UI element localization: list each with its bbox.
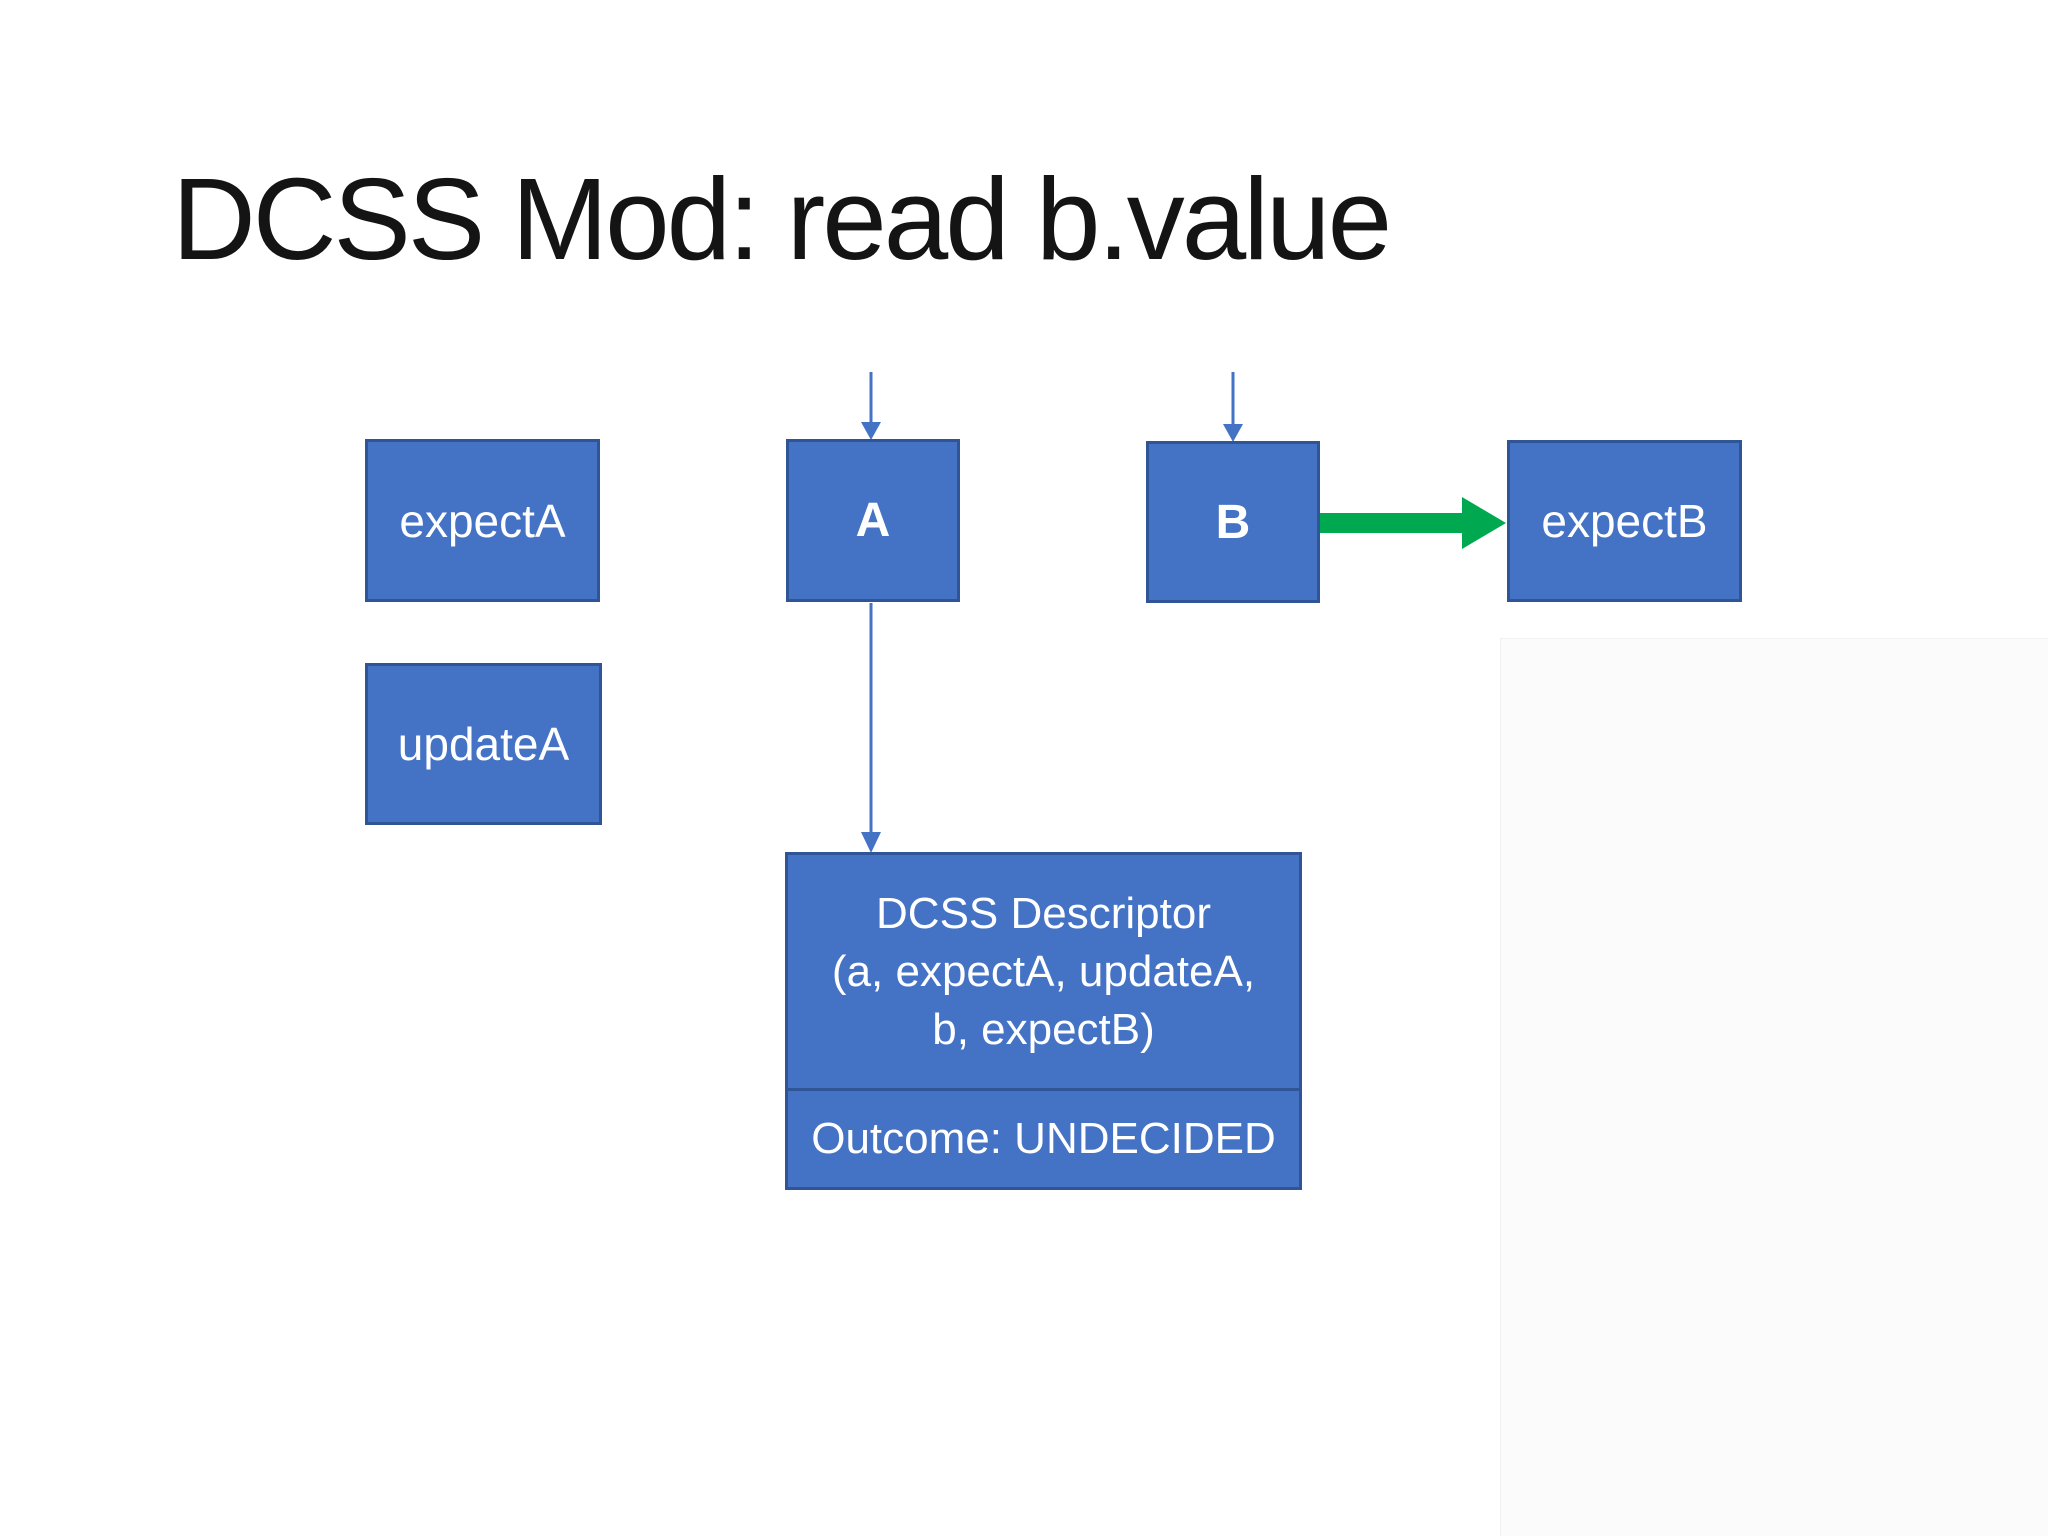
descriptor-title: DCSS Descriptor	[876, 888, 1211, 938]
descriptor-params-line1: (a, expectA, updateA,	[831, 946, 1256, 996]
descriptor-params-section: DCSS Descriptor (a, expectA, updateA, b,…	[788, 855, 1299, 1088]
background-shade-band	[1500, 638, 2048, 1536]
node-expectA: expectA	[365, 439, 600, 602]
descriptor-params-line2: b, expectB)	[932, 1004, 1155, 1054]
node-expectB: expectB	[1507, 440, 1742, 602]
node-A: A	[786, 439, 960, 602]
slide-title: DCSS Mod: read b.value	[172, 154, 1392, 284]
descriptor-outcome-section: Outcome: UNDECIDED	[788, 1088, 1299, 1187]
node-expectB-label: expectB	[1541, 495, 1708, 547]
node-B: B	[1146, 441, 1320, 603]
node-B-label: B	[1215, 495, 1251, 549]
node-A-label: A	[855, 494, 891, 547]
node-expectA-label: expectA	[399, 494, 566, 547]
descriptor-outcome-label: Outcome: UNDECIDED	[811, 1114, 1276, 1163]
arrow-B-to-expectB-icon	[1320, 497, 1506, 549]
node-updateA-label: updateA	[397, 718, 570, 770]
node-dcss-descriptor: DCSS Descriptor (a, expectA, updateA, b,…	[785, 852, 1302, 1190]
arrow-A-to-descriptor-icon	[861, 603, 881, 853]
arrow-down-to-A-icon	[861, 372, 881, 440]
node-updateA: updateA	[365, 663, 602, 825]
arrow-down-to-B-icon	[1223, 372, 1243, 442]
